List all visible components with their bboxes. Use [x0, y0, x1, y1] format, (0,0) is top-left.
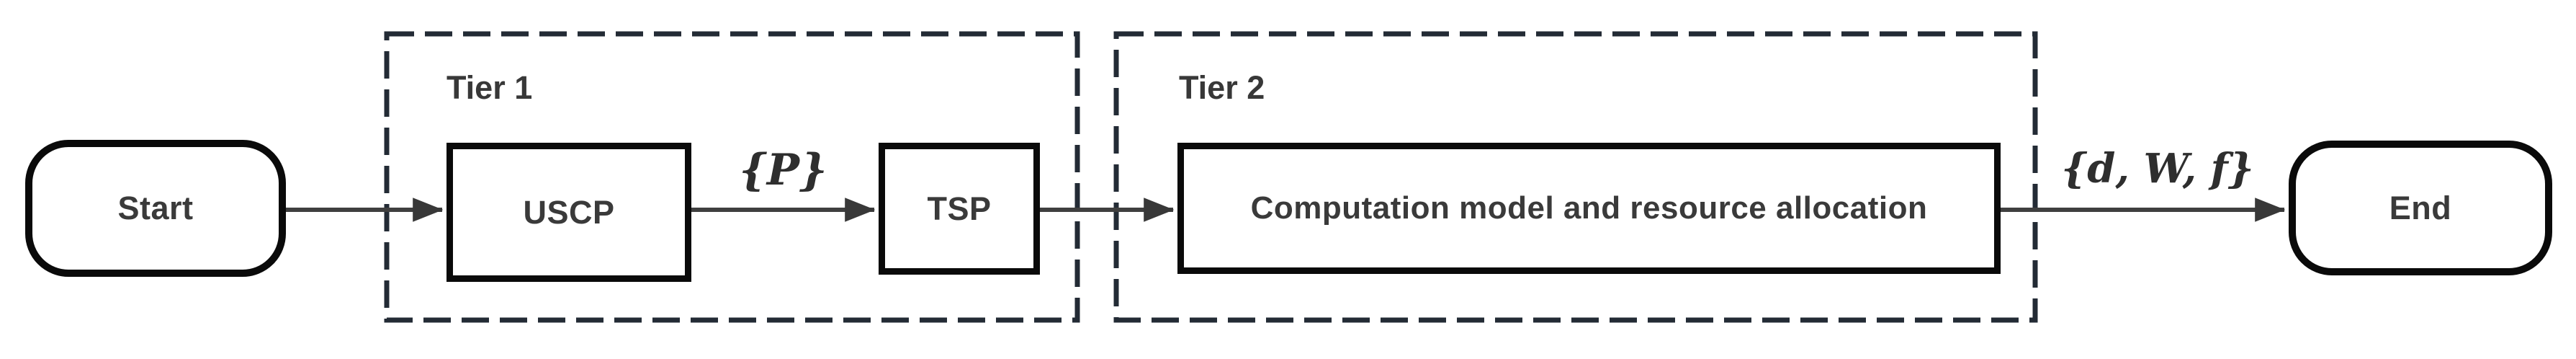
tier2-title: Tier 2 — [1179, 69, 1265, 106]
tier1-dashed-box — [384, 31, 1080, 323]
computation-node: Computation model and resource allocatio… — [1177, 143, 2001, 274]
end-node-label: End — [2389, 189, 2452, 226]
computation-node-label: Computation model and resource allocatio… — [1250, 190, 1928, 226]
edge-label-p-set: {P} — [739, 145, 827, 195]
start-node-label: Start — [117, 190, 194, 226]
start-node: Start — [25, 140, 286, 277]
uscp-node: USCP — [446, 143, 691, 282]
tier2-dashed-box — [1113, 31, 2038, 323]
tsp-node-label: TSP — [927, 190, 992, 227]
tsp-node: TSP — [879, 143, 1040, 275]
end-node: End — [2289, 141, 2552, 275]
tier1-title: Tier 1 — [446, 69, 533, 106]
edge-label-dwf-set: {d, W, f} — [2061, 145, 2254, 192]
uscp-node-label: USCP — [523, 193, 615, 231]
